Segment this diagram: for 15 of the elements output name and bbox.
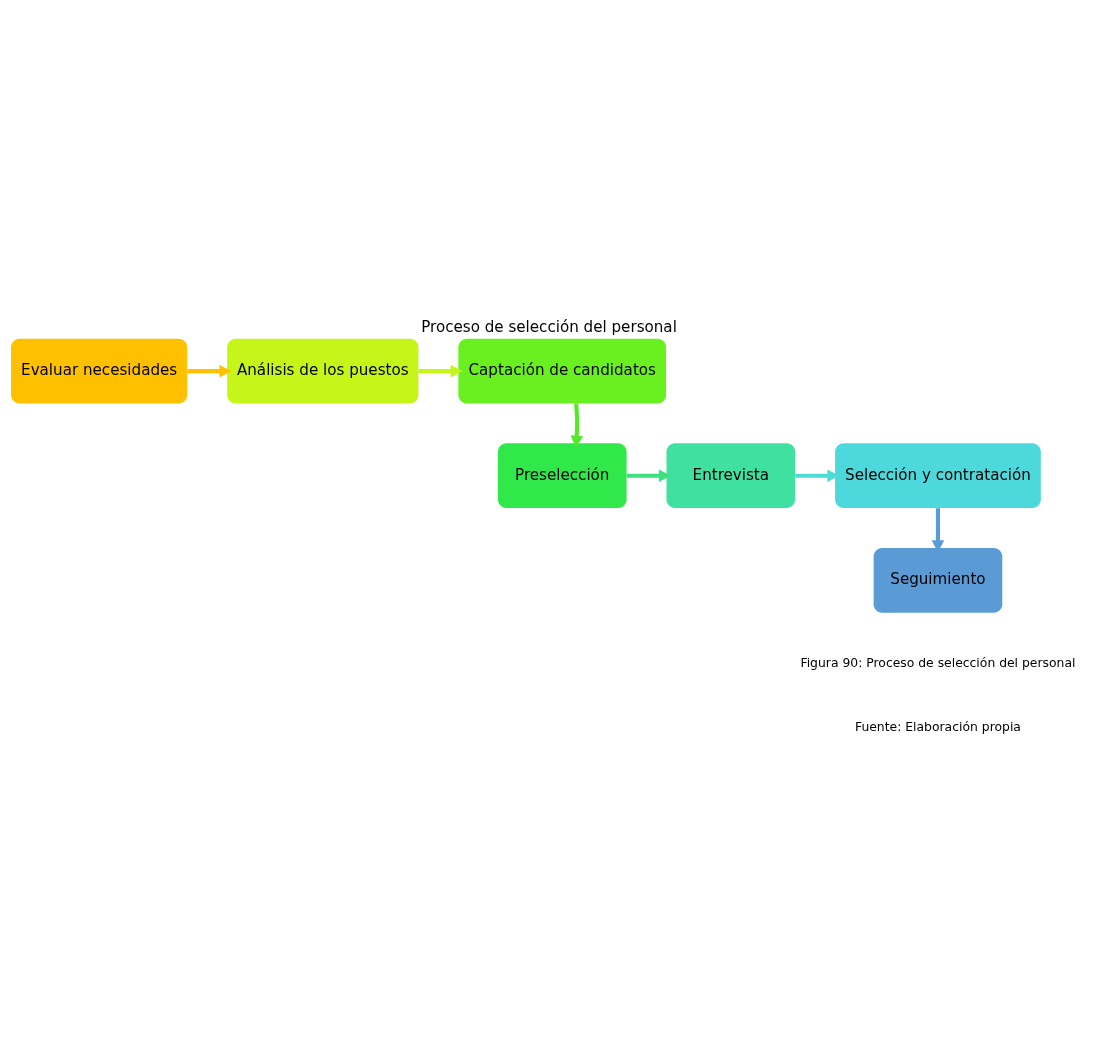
arrow <box>187 364 232 377</box>
diagram-title: Proceso de selección del personal <box>421 317 677 336</box>
arrow <box>795 468 840 482</box>
caption: Figura 90: Proceso de selección del personal <box>800 655 1076 670</box>
node-box: Captación de candidatos <box>458 338 667 403</box>
node-box: Seguimiento <box>873 547 1003 613</box>
node-box: Análisis de los puestos <box>227 338 419 403</box>
node-box: Evaluar necesidades <box>11 338 188 403</box>
node-box: Preselección <box>497 442 627 508</box>
node-box: Selección y contratación <box>835 442 1041 508</box>
arrow <box>418 364 463 377</box>
arrow <box>570 402 584 448</box>
label: Fuente: Elaboración propia <box>854 719 1021 734</box>
node-box: Entrevista <box>666 442 796 508</box>
arrow <box>626 468 671 482</box>
